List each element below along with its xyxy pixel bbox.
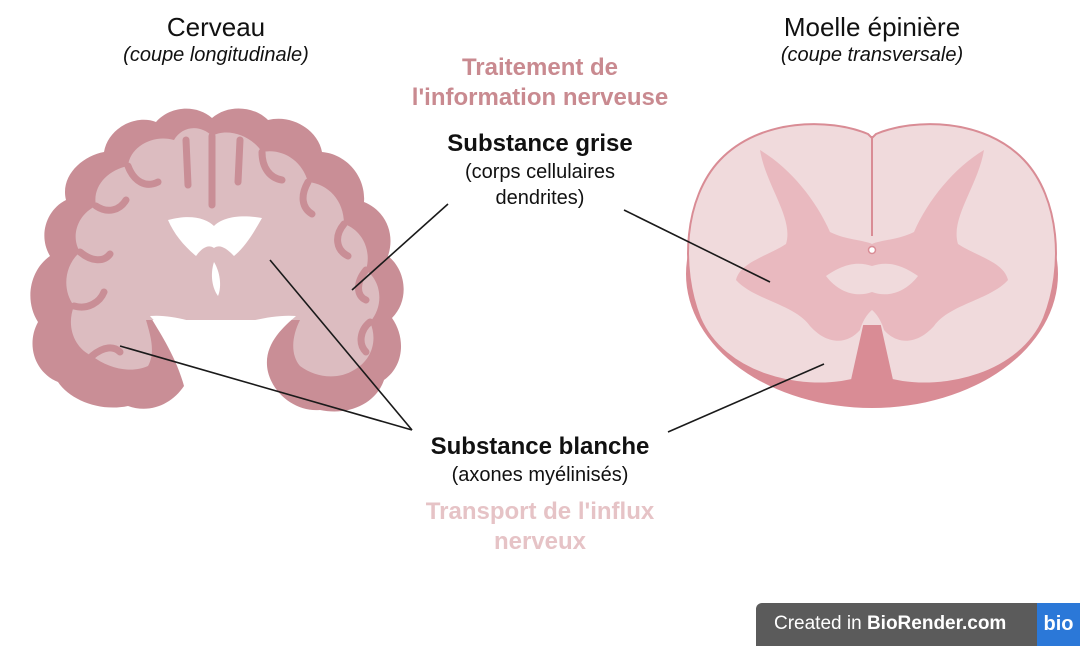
grey-pointer-brain bbox=[351, 203, 449, 291]
spinal-cord-commissure bbox=[826, 263, 918, 295]
white-matter-label: Substance blanche bbox=[430, 433, 650, 460]
brain-sulci bbox=[70, 132, 374, 360]
brain-subtitle: (coupe longitudinale) bbox=[123, 44, 309, 66]
spinal-cord-subtitle: (coupe transversale) bbox=[780, 44, 964, 66]
white-pointer-brain-a bbox=[269, 259, 413, 431]
brain-basal-gap bbox=[150, 315, 296, 360]
spinal-cord-section bbox=[686, 123, 1058, 408]
white-pointer-cord bbox=[667, 363, 825, 433]
brain-title: Cerveau bbox=[166, 12, 266, 42]
brain-third-ventricle bbox=[211, 262, 221, 296]
grey-matter-label: Substance grise bbox=[447, 130, 633, 157]
spinal-cord-central-canal bbox=[867, 245, 877, 255]
grey-matter-function-line2: l'information nerveuse bbox=[411, 84, 669, 111]
white-matter-function-line1: Transport de l'influx bbox=[425, 498, 655, 525]
pointer-lines bbox=[119, 203, 825, 433]
white-matter-function-line2: nerveux bbox=[493, 528, 587, 555]
biorender-badge-text: Created in BioRender.com bbox=[774, 613, 1007, 634]
biorender-logo-icon: bio bbox=[1037, 603, 1080, 646]
brain-section bbox=[30, 108, 404, 412]
grey-matter-desc-line2: dendrites) bbox=[495, 187, 585, 209]
spinal-cord-grey-matter bbox=[736, 150, 1008, 341]
white-pointer-brain-b bbox=[119, 345, 413, 431]
white-matter-desc: (axones myélinisés) bbox=[451, 464, 629, 486]
brain-lateral-ventricles bbox=[168, 216, 262, 256]
grey-pointer-cord bbox=[623, 209, 771, 283]
biorender-badge[interactable]: Created in BioRender.com bio bbox=[756, 603, 1080, 646]
spinal-cord-title: Moelle épinière bbox=[783, 12, 961, 42]
grey-matter-desc-line1: (corps cellulaires bbox=[464, 161, 616, 183]
grey-matter-function-line1: Traitement de bbox=[461, 54, 619, 81]
